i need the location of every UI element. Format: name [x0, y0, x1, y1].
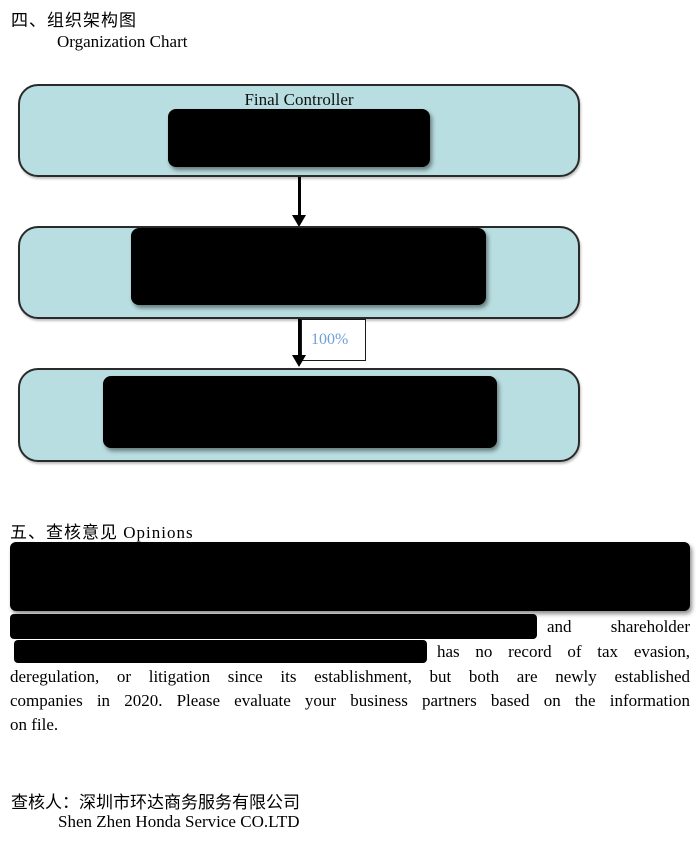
arrow-line-1	[298, 177, 301, 217]
arrow-head-icon	[292, 355, 306, 367]
opinions-line-on-file: on file.	[10, 715, 59, 734]
org-node-final-controller-label: Final Controller	[244, 90, 354, 109]
section4-heading-zh: 四、组织架构图	[11, 11, 137, 30]
signature-line-zh: 查核人：深圳市环达商务服务有限公司	[11, 788, 300, 813]
opinions-line-shareholder-row: and shareholder	[10, 614, 690, 640]
org-chart: Final Controller 100%	[18, 84, 580, 462]
redaction-block-node2	[131, 228, 486, 305]
redaction-block-inline-1	[10, 614, 537, 639]
redaction-block-inline-2	[14, 640, 427, 663]
redaction-block-node1	[168, 109, 430, 167]
signature-company-en: Shen Zhen Honda Service CO.LTD	[58, 812, 300, 831]
opinions-line-companies: companies in 2020. Please evaluate your …	[10, 691, 690, 710]
arrow-line-2	[298, 319, 301, 357]
arrow-head-icon	[292, 215, 306, 227]
signature-company-zh: 深圳市环达商务服务有限公司	[79, 793, 300, 812]
section5-heading: 五、查核意见 Opinions	[10, 523, 194, 542]
ownership-percent-label: 100%	[311, 331, 349, 348]
opinions-line-shareholder: and shareholder	[547, 617, 690, 636]
section4-heading-en: Organization Chart	[57, 32, 188, 51]
ownership-label-box: 100%	[301, 319, 366, 361]
opinions-line-deregulation: deregulation, or litigation since its es…	[10, 667, 690, 686]
opinions-line-tax-row: has no record of tax evasion,	[14, 640, 690, 664]
signature-label: 查核人：	[11, 793, 79, 812]
opinions-line-tax: has no record of tax evasion,	[437, 642, 690, 661]
redaction-block-node3	[103, 376, 497, 448]
redaction-block-paragraph	[10, 542, 690, 611]
